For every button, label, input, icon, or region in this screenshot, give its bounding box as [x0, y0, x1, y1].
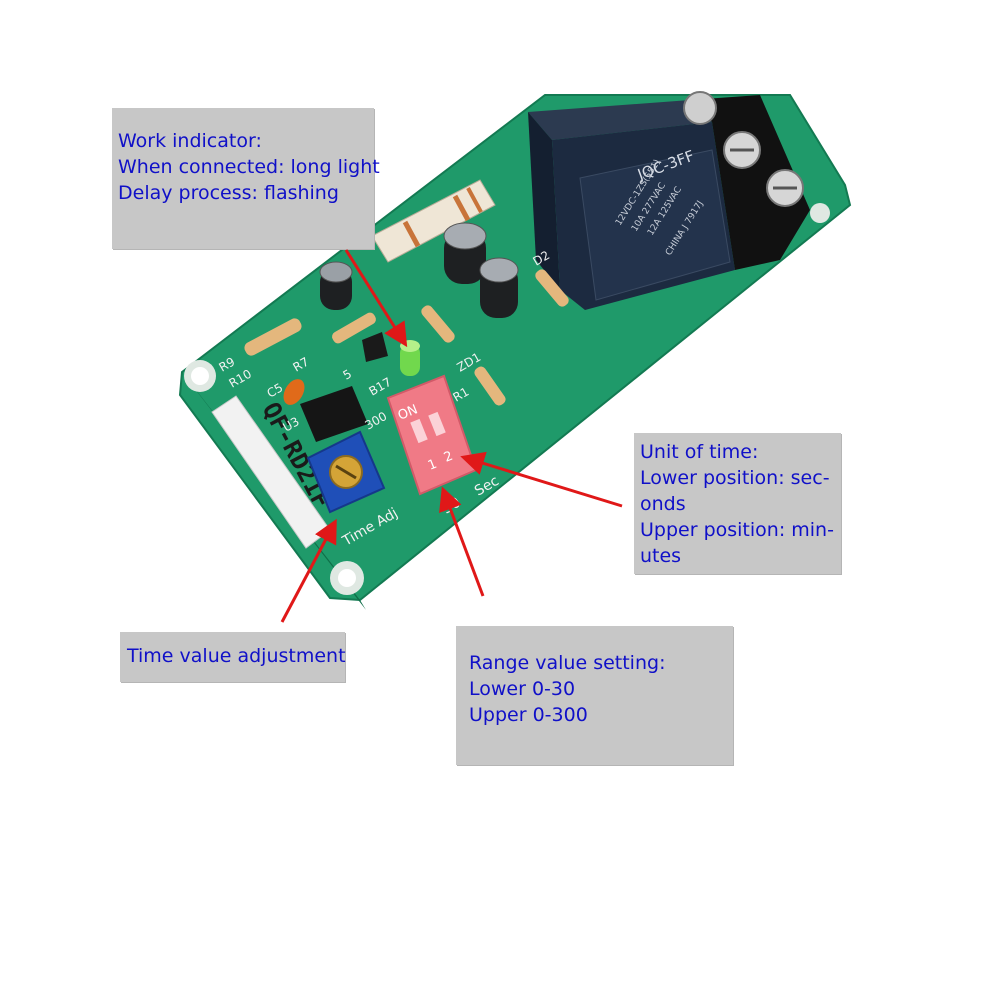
dip-on-label: ON: [396, 402, 420, 423]
unit-of-time-title: Unit of time:: [640, 441, 759, 463]
work-indicator-line-connected: When connected: long light: [118, 156, 380, 178]
mounting-hole-right: [810, 203, 830, 223]
silk-r7: R7: [291, 354, 312, 374]
callout-range-value-setting: Range value setting: Lower 0-30 Upper 0-…: [456, 626, 733, 765]
capacitor-2: [443, 222, 487, 284]
power-resistor: [371, 179, 496, 263]
callout-time-value-adjustment: Time value adjustment: [120, 632, 346, 682]
capacitor-3: [479, 257, 519, 318]
work-indicator-line-delay: Delay process: flashing: [118, 182, 339, 204]
unit-of-time-line-1: Lower position: sec-: [640, 467, 830, 489]
relay: JQC-3FF 12VDC-1ZS(551) 10A 277VAC 12A 12…: [528, 100, 735, 310]
mounting-hole-left: [184, 360, 216, 392]
range-value-upper: Upper 0-300: [469, 704, 588, 726]
time-value-title: Time value adjustment: [127, 645, 346, 667]
screw-terminal: [683, 91, 810, 270]
ic-chip: [300, 386, 368, 442]
range-value-lower: Lower 0-30: [469, 678, 576, 700]
unit-of-time-line-4: utes: [640, 545, 682, 567]
callout-unit-of-time: Unit of time: Lower position: sec- onds …: [634, 433, 841, 574]
work-indicator-title: Work indicator:: [118, 130, 262, 152]
unit-of-time-line-2: onds: [640, 493, 686, 515]
range-value-title: Range value setting:: [469, 652, 666, 674]
capacitor-1: [319, 261, 353, 310]
potentiometer: [306, 430, 386, 514]
silk-r9: R9: [217, 354, 238, 374]
unit-of-time-line-3: Upper position: min-: [640, 519, 834, 541]
silk-c5: C5: [265, 380, 286, 400]
mounting-hole-bottom: [330, 561, 364, 595]
led-indicator: [400, 340, 420, 376]
dip-switch: ON 1 2: [386, 374, 478, 496]
silk-r1: R1: [451, 384, 472, 404]
callout-work-indicator: Work indicator: When connected: long lig…: [112, 108, 380, 249]
